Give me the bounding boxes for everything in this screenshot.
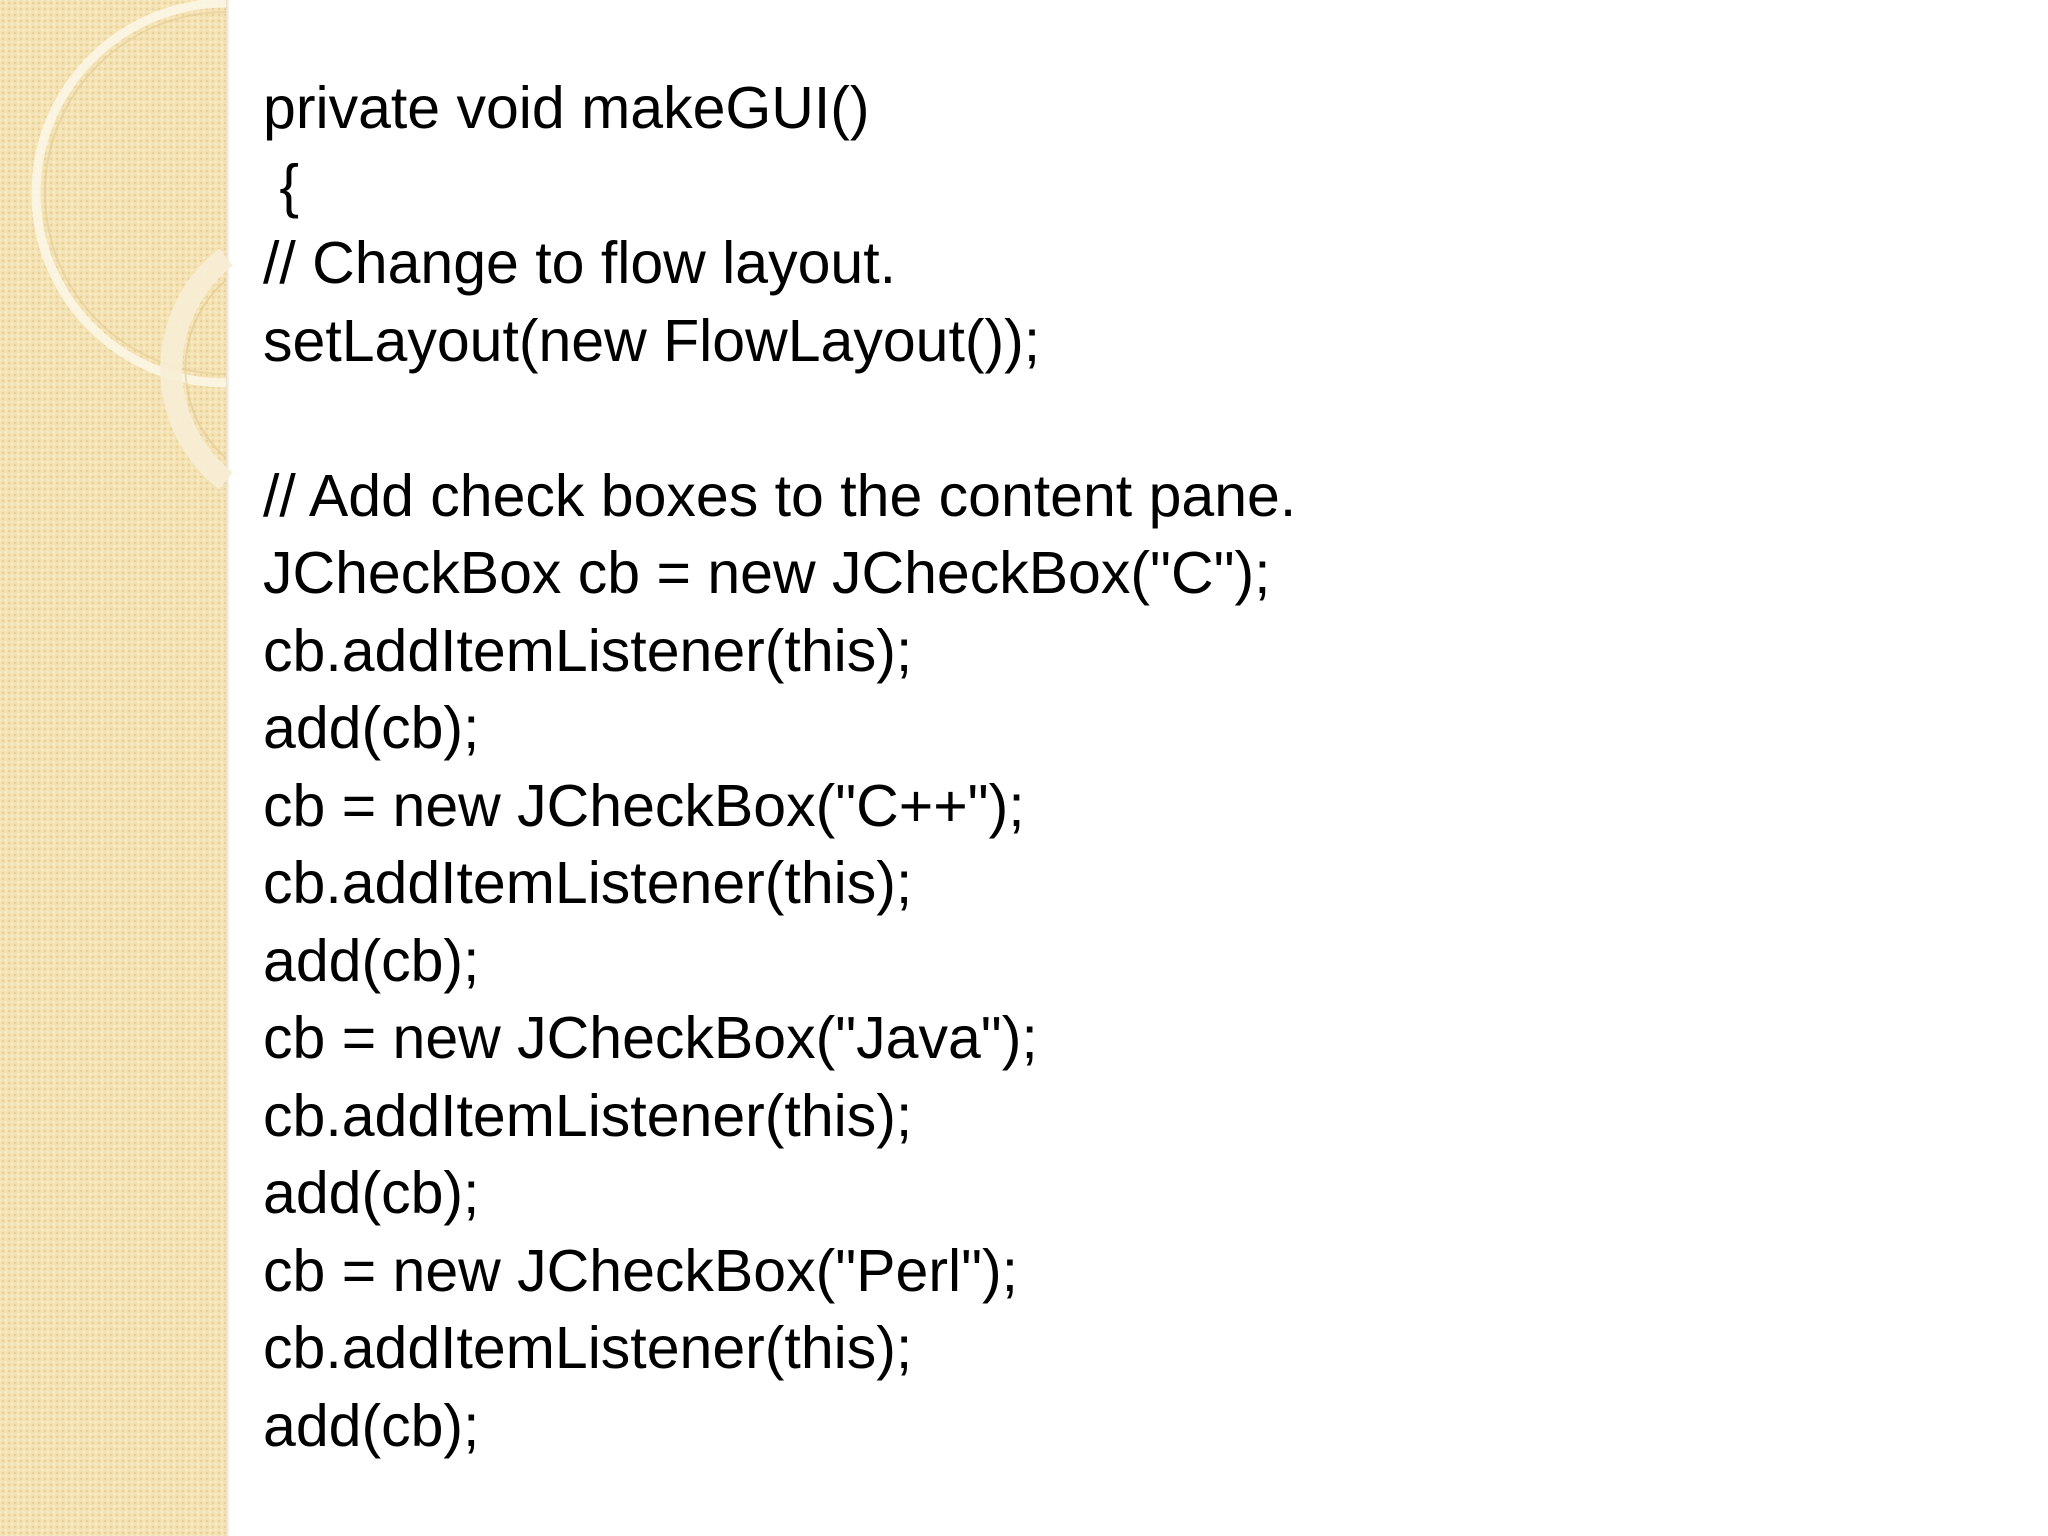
decorative-side-band [0,0,226,1536]
code-line: JCheckBox cb = new JCheckBox("C"); [263,540,1271,606]
code-line: add(cb); [263,1392,480,1459]
ring-upper [31,0,227,388]
code-line: cb.addItemListener(this); [263,1315,913,1381]
code-line: private void makeGUI() [263,75,870,141]
code-line-blank [263,380,1963,458]
code-line: { [263,152,300,219]
code-listing: private void makeGUI() { // Change to fl… [263,70,1963,1465]
code-line: add(cb); [263,927,480,994]
code-line: cb.addItemListener(this); [263,617,913,684]
code-line: setLayout(new FlowLayout()); [263,307,1041,374]
ring-upper-shadow [44,11,227,375]
code-line: cb.addItemListener(this); [263,850,913,916]
side-band-edge [226,0,230,1536]
ring-lower [160,248,233,490]
code-line: add(cb); [263,1160,480,1226]
ring-lower-inner [184,279,227,459]
decorative-rings [31,0,233,490]
code-line: // Add check boxes to the content pane. [263,462,1297,529]
code-line: cb = new JCheckBox("Perl"); [263,1237,1019,1304]
code-line: cb = new JCheckBox("C++"); [263,772,1025,839]
code-line: cb.addItemListener(this); [263,1082,913,1149]
code-line: cb = new JCheckBox("Java"); [263,1005,1038,1071]
code-line: add(cb); [263,695,480,761]
code-line: // Change to flow layout. [263,230,896,296]
